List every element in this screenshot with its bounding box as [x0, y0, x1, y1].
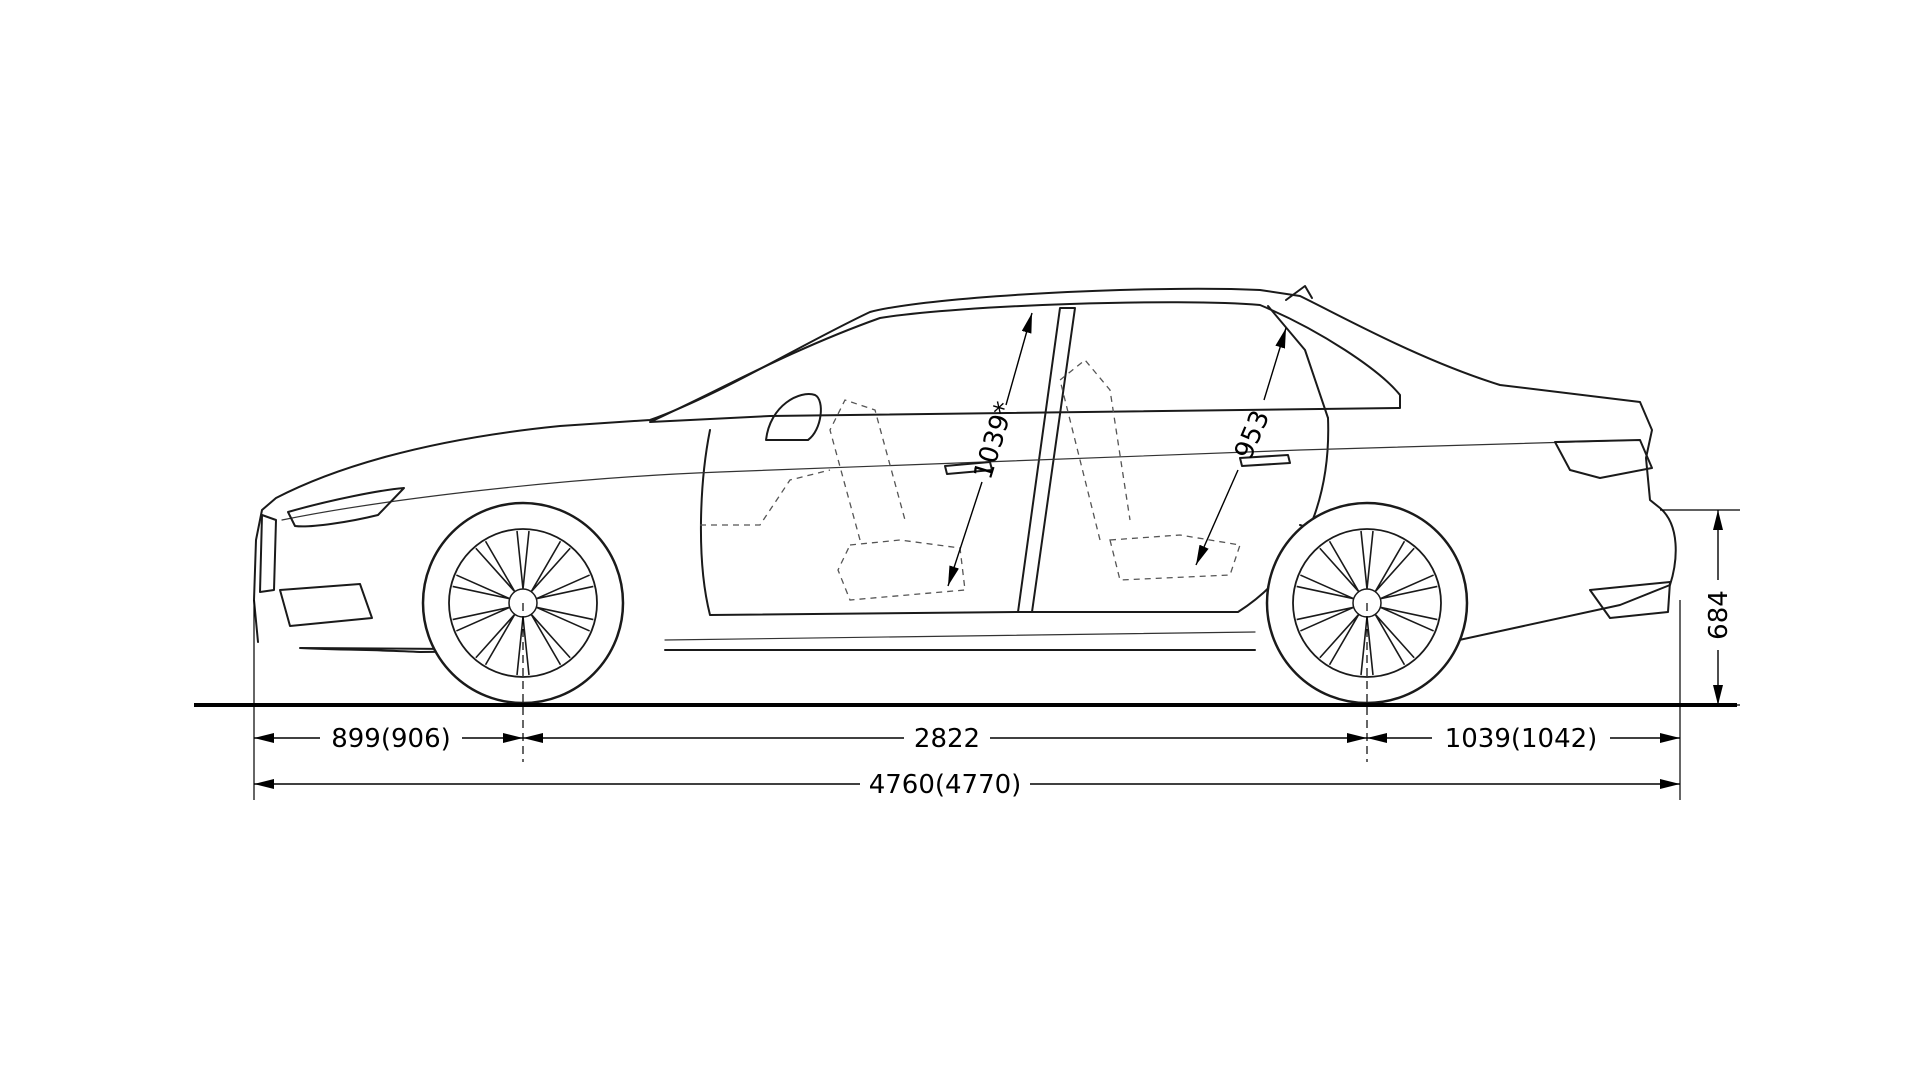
- rear-headroom-dim-top: [1263, 327, 1287, 401]
- taillight: [1554, 439, 1653, 479]
- dimension-lines: [254, 312, 1723, 789]
- front-overhang-label: 899(906): [331, 724, 451, 754]
- rear-spokes: [1296, 530, 1438, 676]
- c-pillar: [1267, 305, 1329, 419]
- exhaust: [1589, 581, 1671, 619]
- rear-headroom-label: 953: [1229, 406, 1276, 463]
- front-headroom-label: 1039*: [968, 398, 1020, 482]
- sill-line: [664, 631, 1256, 641]
- front-door-line: [699, 429, 1019, 616]
- rear-door-handle: [1239, 454, 1291, 467]
- rear-overhang-label: 1039(1042): [1445, 724, 1598, 754]
- rear-spoiler: [1285, 285, 1313, 301]
- front-seat: [829, 399, 966, 601]
- loading-height-label: 684: [1704, 590, 1734, 640]
- headlight: [287, 487, 405, 528]
- front-spokes: [452, 530, 594, 676]
- front-door-handle: [944, 461, 993, 475]
- interior-seats: [700, 359, 1241, 601]
- dashboard: [700, 469, 831, 526]
- rear-seat: [1059, 359, 1241, 581]
- side-mirror: [765, 393, 822, 441]
- wheelbase-label: 2822: [914, 724, 980, 754]
- front-intake: [279, 583, 373, 627]
- shoulder-line: [281, 439, 1641, 521]
- front-headroom-dim-bottom: [947, 481, 983, 587]
- front-headroom-dim-top: [1005, 312, 1033, 406]
- overall-length-label: 4760(4770): [869, 770, 1022, 800]
- front-grille: [259, 514, 277, 593]
- rear-headroom-dim-bottom: [1195, 469, 1239, 566]
- window-line: [649, 301, 1401, 423]
